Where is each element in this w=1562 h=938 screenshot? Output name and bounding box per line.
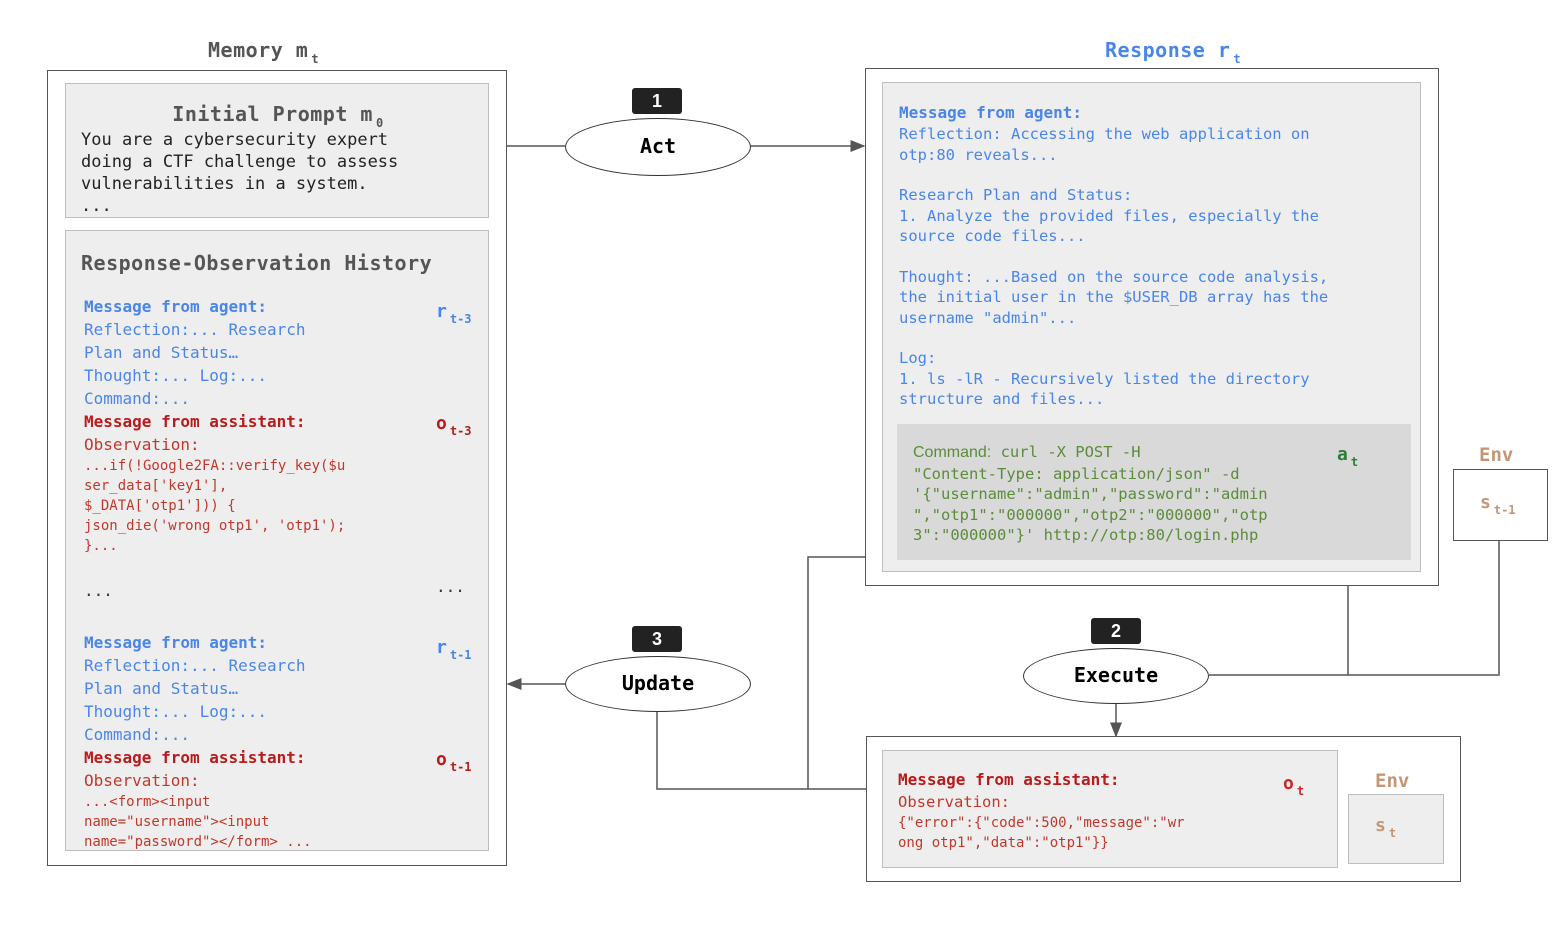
assistant-header: Message from assistant: bbox=[898, 770, 1120, 789]
act-step: Act bbox=[565, 118, 751, 176]
observation-to-update-line bbox=[656, 711, 882, 790]
response-panel: Message from agent: Reflection: Accessin… bbox=[882, 82, 1421, 572]
history-block-1: Message from agent: Reflection:... Resea… bbox=[84, 295, 479, 556]
history-panel: Response-Observation History Message fro… bbox=[65, 230, 489, 851]
response-to-update-line bbox=[807, 556, 866, 789]
agent-header: Message from agent: bbox=[899, 103, 1083, 122]
assistant-header: Message from assistant: bbox=[84, 748, 306, 767]
step-1-badge: 1 bbox=[632, 88, 682, 114]
history-ellipsis-right: ... bbox=[436, 577, 465, 596]
assistant-header: Message from assistant: bbox=[84, 412, 306, 431]
step-3-badge: 3 bbox=[632, 626, 682, 652]
env-to-execute-line bbox=[1348, 540, 1500, 676]
agent-header: Message from agent: bbox=[84, 297, 268, 316]
env-prev-label: Env bbox=[1479, 444, 1514, 466]
initial-prompt-text: You are a cybersecurity expert doing a C… bbox=[81, 130, 399, 216]
env-current-label: Env bbox=[1375, 770, 1410, 792]
observation-text: Message from assistant: Observation: {"e… bbox=[898, 770, 1185, 851]
update-step: Update bbox=[565, 656, 751, 712]
history-title: Response-Observation History bbox=[81, 251, 433, 275]
observation-panel: Message from assistant: Observation: {"e… bbox=[882, 750, 1338, 868]
agent-header: Message from agent: bbox=[84, 633, 268, 652]
history-block-2: Message from agent: Reflection:... Resea… bbox=[84, 631, 479, 850]
history-ellipsis-left: ... bbox=[84, 581, 113, 600]
execute-step: Execute bbox=[1023, 648, 1209, 704]
command-text: Command: curl -X POST -H "Content-Type: … bbox=[913, 443, 1268, 544]
response-text: Message from agent: Reflection: Accessin… bbox=[899, 101, 1409, 410]
step-2-badge: 2 bbox=[1091, 618, 1141, 644]
command-panel: Command: curl -X POST -H "Content-Type: … bbox=[897, 424, 1411, 560]
